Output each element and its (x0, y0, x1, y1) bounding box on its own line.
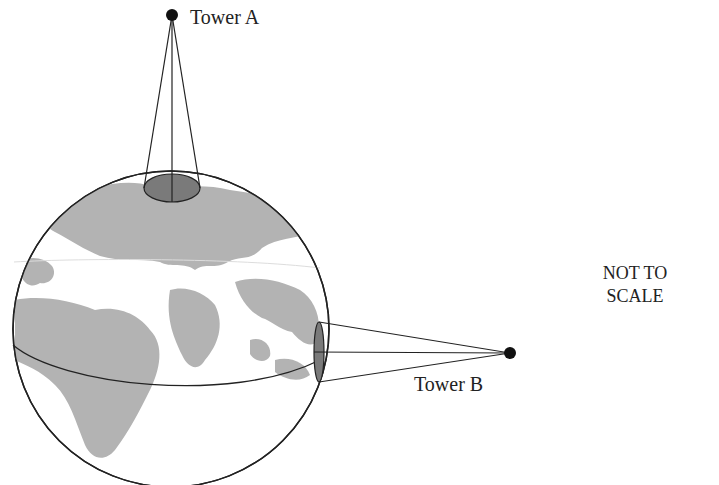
tower-a-dot (166, 9, 178, 21)
globe-outline (13, 171, 329, 485)
latitude-line (14, 260, 320, 268)
tower-label: Tower B (414, 372, 483, 397)
equator-line (13, 345, 320, 386)
tower-b-dot (504, 347, 516, 359)
tower-label: Tower A (190, 5, 259, 30)
tower-a-beam (144, 9, 200, 202)
scale-note: NOT TO SCALE (590, 262, 680, 307)
continents (15, 183, 319, 458)
